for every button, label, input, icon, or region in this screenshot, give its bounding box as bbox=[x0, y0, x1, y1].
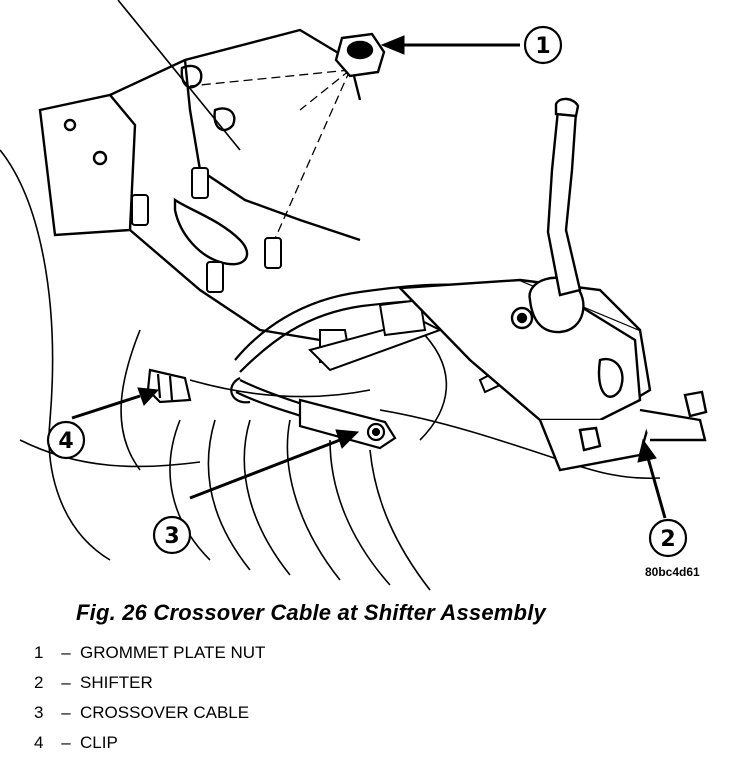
grommet-plate-bracket bbox=[38, 28, 362, 342]
legend-item: 4 – CLIP bbox=[34, 728, 265, 758]
legend-item: 3 – CROSSOVER CABLE bbox=[34, 698, 265, 728]
figure-caption: Fig. 26 Crossover Cable at Shifter Assem… bbox=[76, 600, 546, 625]
leader-lines bbox=[189, 69, 351, 251]
legend-number: 2 bbox=[34, 673, 44, 692]
grommet-plate-nut bbox=[334, 32, 386, 78]
legend-item: 1 – GROMMET PLATE NUT bbox=[34, 638, 265, 668]
svg-text:2: 2 bbox=[660, 527, 675, 552]
callout-arrows bbox=[71, 35, 667, 519]
svg-text:4: 4 bbox=[58, 429, 73, 454]
legend-separator: – bbox=[61, 703, 71, 722]
svg-text:1: 1 bbox=[535, 34, 550, 59]
shifter-assembly bbox=[397, 97, 708, 472]
callout-1: 1 bbox=[523, 25, 563, 65]
legend-number: 4 bbox=[34, 733, 44, 752]
legend-label: CLIP bbox=[80, 733, 118, 752]
legend-number: 1 bbox=[34, 643, 44, 662]
legend-number: 3 bbox=[34, 703, 44, 722]
legend-separator: – bbox=[61, 643, 71, 662]
studs bbox=[131, 167, 282, 293]
legend-label: GROMMET PLATE NUT bbox=[80, 643, 266, 662]
parts-legend: 1 – GROMMET PLATE NUT 2 – SHIFTER 3 – CR… bbox=[34, 638, 265, 758]
legend-separator: – bbox=[61, 673, 71, 692]
callout-4: 4 bbox=[46, 420, 86, 460]
callout-3: 3 bbox=[152, 515, 192, 555]
image-code: 80bc4d61 bbox=[645, 565, 700, 579]
callout-2: 2 bbox=[648, 518, 688, 558]
cable-clip bbox=[146, 368, 192, 404]
legend-label: CROSSOVER CABLE bbox=[80, 703, 250, 722]
legend-item: 2 – SHIFTER bbox=[34, 668, 265, 698]
svg-text:3: 3 bbox=[164, 524, 179, 549]
shifter-assembly-diagram: 1 2 3 4 80bc4d61 bbox=[0, 0, 708, 591]
cable-bracket bbox=[308, 298, 502, 394]
legend-label: SHIFTER bbox=[80, 673, 153, 692]
legend-separator: – bbox=[61, 733, 71, 752]
